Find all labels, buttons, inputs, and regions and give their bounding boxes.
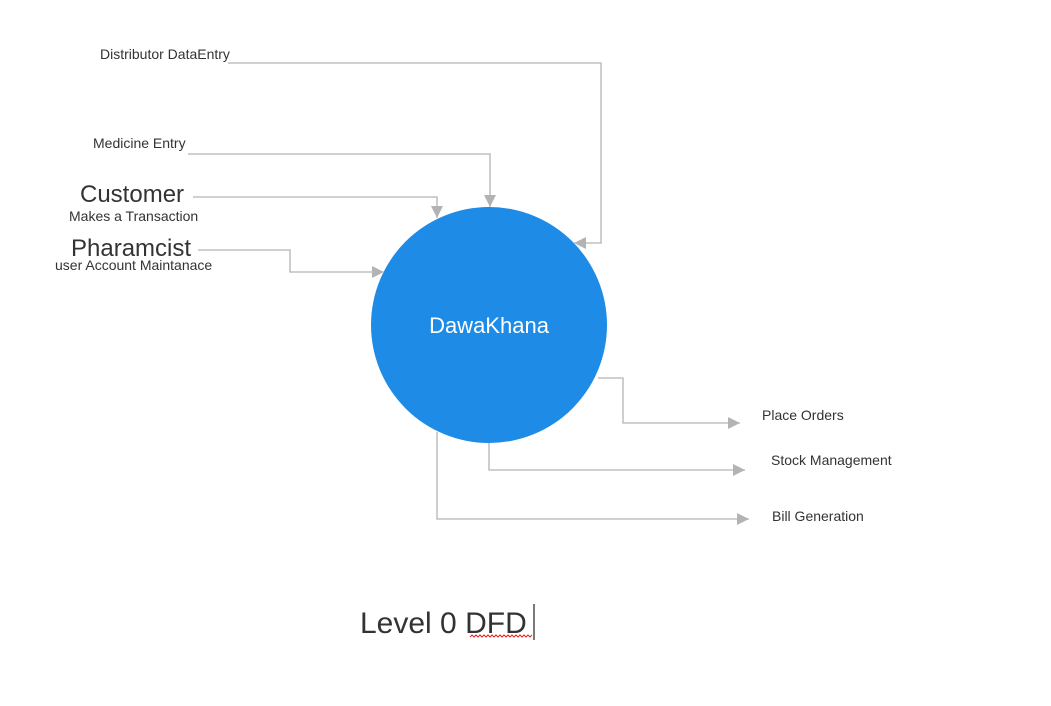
process-label: DawaKhana — [429, 313, 550, 338]
diagram-caption[interactable]: Level 0 DFD — [360, 607, 527, 640]
flow-medicine-connector[interactable] — [188, 153, 496, 207]
caption-prefix: Level 0 — [360, 607, 465, 640]
place-orders-label: Place Orders — [762, 407, 844, 423]
flow-customer-connector[interactable] — [193, 196, 443, 218]
flow-pharmacist-connector[interactable] — [198, 249, 384, 278]
flow-orders-connector[interactable] — [598, 377, 740, 429]
customer-entity-subtitle: Makes a Transaction — [69, 208, 198, 224]
bill-generation-label: Bill Generation — [772, 508, 864, 524]
process-circle[interactable] — [371, 207, 607, 443]
customer-entity-title: Customer — [80, 181, 184, 208]
pharmacist-entity-title: Pharamcist — [71, 235, 191, 262]
medicine-entry-label: Medicine Entry — [93, 135, 186, 151]
distributor-entry-label: Distributor DataEntry — [100, 46, 230, 62]
flow-distributor-connector[interactable] — [228, 62, 602, 249]
stock-management-label: Stock Management — [771, 452, 892, 468]
pharmacist-entity-subtitle: user Account Maintanace — [55, 257, 212, 273]
flow-stock-connector[interactable] — [488, 443, 745, 476]
flow-bill-connector[interactable] — [436, 432, 749, 525]
spellcheck-underline — [469, 634, 533, 638]
